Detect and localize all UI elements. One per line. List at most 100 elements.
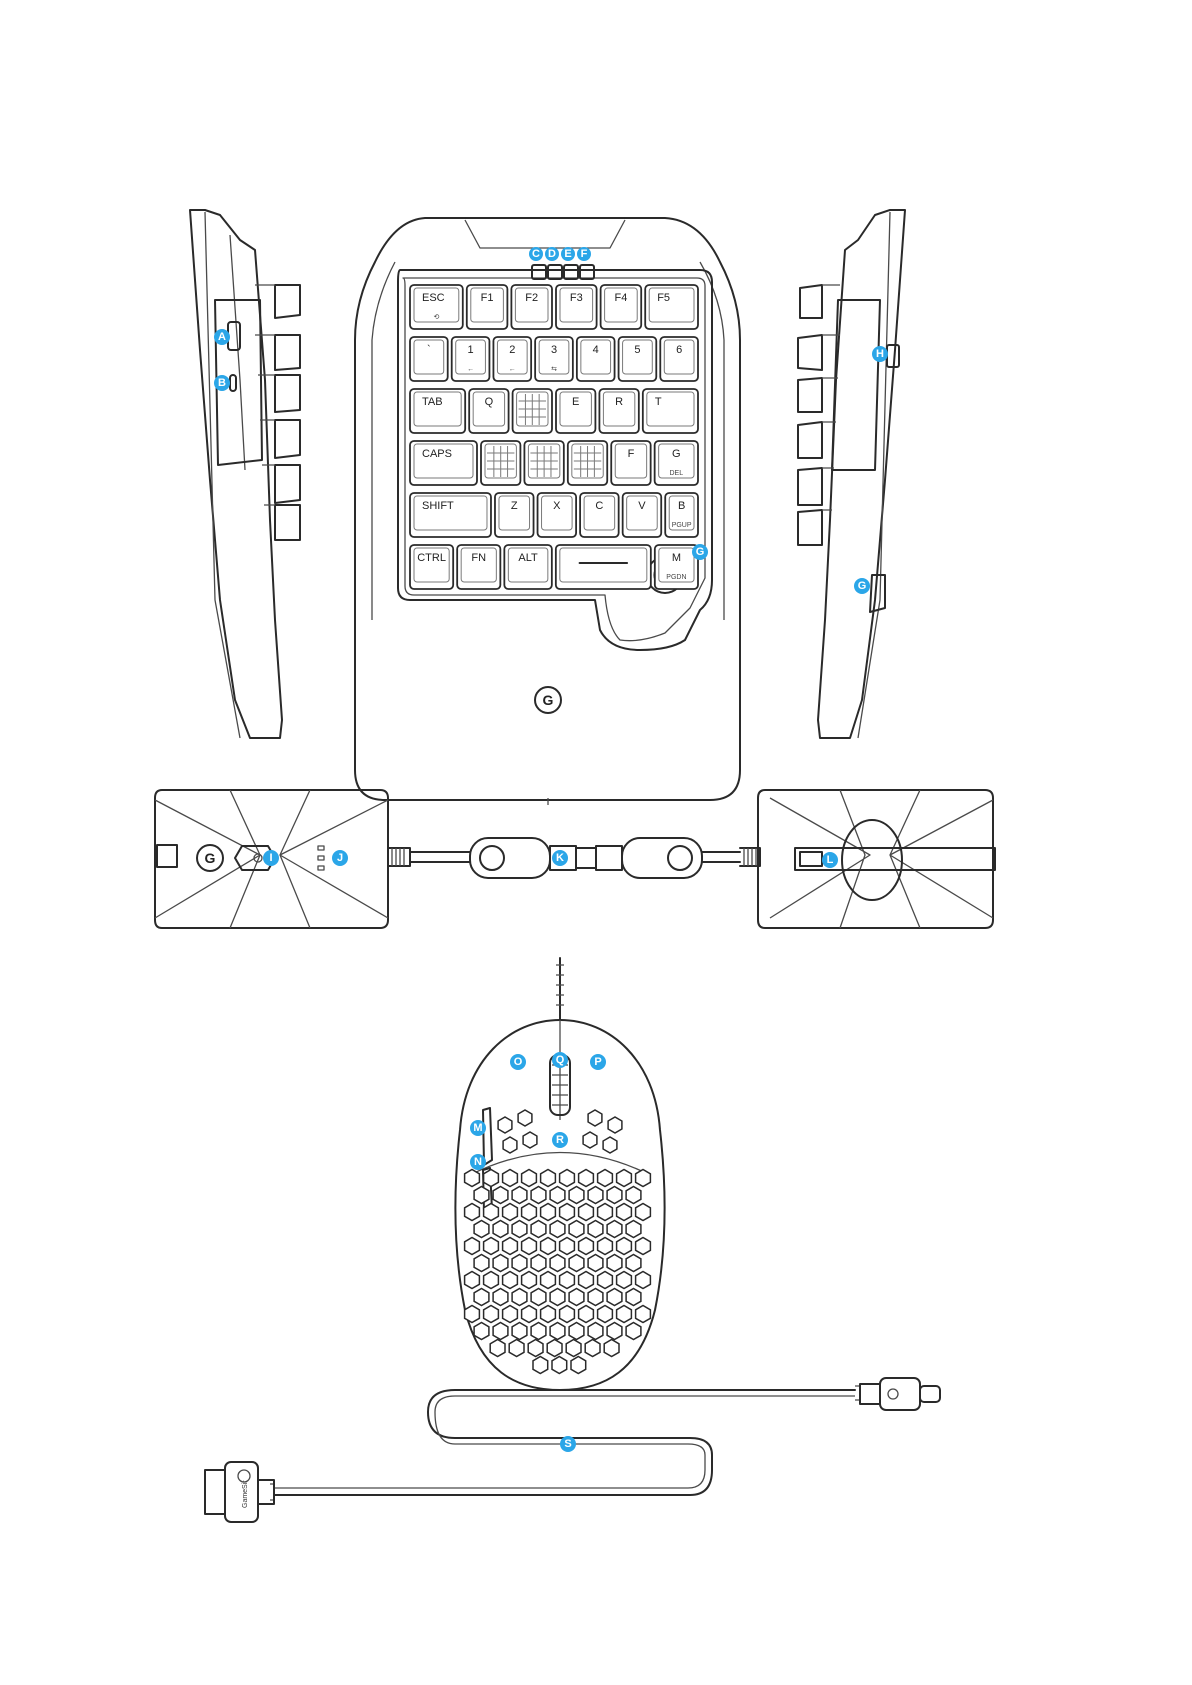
svg-text:2: 2 (509, 344, 515, 356)
mouse-vent-hole (512, 1255, 527, 1272)
adapter-assembly: G (155, 790, 995, 928)
mouse-vent-hole (588, 1110, 602, 1126)
callout-i: I (263, 850, 279, 866)
mouse-vent-hole (626, 1323, 641, 1340)
mouse-vent-hole (474, 1323, 489, 1340)
key-blank-r5c3 (556, 545, 651, 589)
mouse-vent-hole (484, 1170, 499, 1187)
callout-g-side: G (854, 578, 870, 594)
mouse-vent-hole (509, 1340, 524, 1357)
mouse-vent-hole (493, 1187, 508, 1204)
key-sym-r1c0: ` (410, 337, 448, 381)
mouse-vent-hole (569, 1221, 584, 1238)
mouse-vent-hole (571, 1357, 586, 1374)
key-x-r4c2: X (538, 493, 577, 537)
mouse-vent-hole (550, 1221, 565, 1238)
mouse-vent-hole (484, 1238, 499, 1255)
mouse-vent-hole (569, 1289, 584, 1306)
mouse-vent-hole (518, 1110, 532, 1126)
mouse-vent-hole (465, 1272, 480, 1289)
svg-text:TAB: TAB (422, 396, 443, 408)
mouse-vent-hole (493, 1221, 508, 1238)
svg-text:Q: Q (556, 1054, 565, 1066)
mouse-vent-hole (588, 1323, 603, 1340)
svg-text:ESC: ESC (422, 292, 445, 304)
mouse-vent-hole (541, 1204, 556, 1221)
svg-text:CTRL: CTRL (417, 552, 446, 564)
svg-text:CAPS: CAPS (422, 448, 452, 460)
mouse-vent-hole (579, 1170, 594, 1187)
mouse-vent-hole (598, 1204, 613, 1221)
callout-q: Q (552, 1052, 568, 1068)
mouse-vent-hole (598, 1272, 613, 1289)
mouse-vent-hole (547, 1340, 562, 1357)
svg-text:F2: F2 (525, 292, 538, 304)
svg-text:⟲: ⟲ (433, 314, 439, 321)
svg-text:E: E (572, 396, 579, 408)
callout-b: B (214, 375, 230, 391)
mouse-vent-hole (636, 1204, 651, 1221)
svg-text:5: 5 (634, 344, 640, 356)
mouse-vent-hole (588, 1289, 603, 1306)
callout-k: K (552, 850, 568, 866)
svg-text:G: G (672, 448, 681, 460)
mouse-vent-hole (626, 1187, 641, 1204)
mouse-vent-hole (531, 1323, 546, 1340)
svg-text:J: J (337, 852, 343, 864)
logo-mark: G (543, 692, 554, 708)
key-fn-r5c1: FN (457, 545, 500, 589)
mouse-vent-hole (522, 1170, 537, 1187)
mouse-vent-hole (617, 1170, 632, 1187)
mouse-vent-hole (523, 1132, 537, 1148)
mouse-vent-hole (503, 1170, 518, 1187)
mouse-vent-hole (503, 1272, 518, 1289)
mouse-vent-hole (560, 1306, 575, 1323)
key-f4-r0c4: F4 (601, 285, 642, 329)
svg-text:H: H (876, 348, 884, 360)
svg-text:C: C (595, 500, 603, 512)
svg-text:←: ← (509, 366, 516, 373)
mouse-vent-hole (579, 1238, 594, 1255)
mouse-vent-hole (579, 1272, 594, 1289)
mouse-vent-hole (550, 1187, 565, 1204)
mouse-vent-hole (512, 1323, 527, 1340)
mouse-vent-hole (607, 1255, 622, 1272)
svg-text:ALT: ALT (518, 552, 538, 564)
adapter-logo-mark: G (205, 850, 216, 866)
svg-text:F: F (628, 448, 635, 460)
mouse-vent-hole (608, 1117, 622, 1133)
mouse-vent-hole (560, 1238, 575, 1255)
key-2-r1c2: 2← (493, 337, 531, 381)
key-esc-r0c0: ESC ⟲ (410, 285, 463, 329)
mouse-vent-hole (541, 1272, 556, 1289)
svg-text:C: C (532, 248, 540, 260)
svg-text:←: ← (467, 366, 474, 373)
callout-m: M (470, 1120, 486, 1136)
svg-text:F1: F1 (481, 292, 494, 304)
mouse-vent-hole (522, 1238, 537, 1255)
mouse-vent-hole (579, 1204, 594, 1221)
keypad-left-side-view (190, 210, 300, 738)
mouse-vent-hole (522, 1306, 537, 1323)
svg-text:D: D (548, 248, 556, 260)
svg-text:I: I (269, 852, 272, 864)
mouse-vent-hole (626, 1255, 641, 1272)
key-shift-r4c0: SHIFT (410, 493, 491, 537)
key-r-r2c4: R (599, 389, 638, 433)
key-f5-r0c5: F5 (645, 285, 698, 329)
mouse-vent-hole (585, 1340, 600, 1357)
mouse-vent-hole (484, 1306, 499, 1323)
svg-text:Q: Q (485, 396, 494, 408)
svg-text:G: G (696, 546, 705, 558)
svg-text:⇆: ⇆ (551, 366, 557, 373)
mouse-vent-hole (636, 1238, 651, 1255)
svg-text:`: ` (427, 344, 431, 356)
cable-brand-text: GameSir (242, 1480, 249, 1508)
mouse-vent-hole (569, 1187, 584, 1204)
key-blank-r3c3 (568, 441, 607, 485)
svg-text:R: R (615, 396, 623, 408)
key-f1-r0c1: F1 (467, 285, 508, 329)
